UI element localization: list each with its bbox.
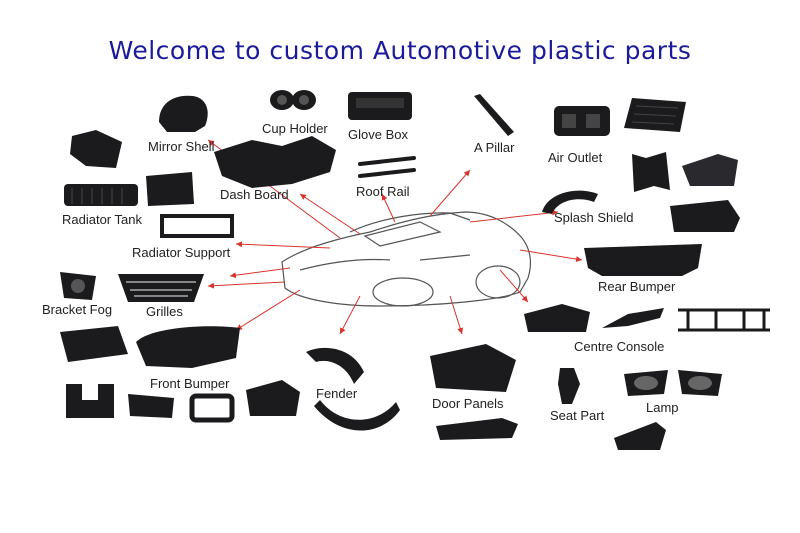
grilles-image bbox=[118, 274, 204, 302]
tray-image bbox=[670, 200, 740, 232]
label-roof-rail: Roof Rail bbox=[356, 184, 410, 199]
seat-part-image bbox=[558, 368, 580, 404]
lamp-left-image bbox=[624, 370, 668, 396]
panel-image bbox=[60, 326, 128, 362]
cross-member-image bbox=[678, 308, 770, 332]
box-part-image bbox=[246, 380, 300, 416]
label-door-panels: Door Panels bbox=[432, 396, 504, 411]
rear-bumper-image bbox=[584, 244, 702, 276]
door-panel-image bbox=[430, 344, 516, 392]
glove-box-image bbox=[348, 92, 412, 120]
buckle-image bbox=[189, 393, 235, 423]
a-pillar-image bbox=[474, 94, 514, 136]
pointer-arrows bbox=[207, 139, 583, 335]
lamp-right-image bbox=[678, 370, 722, 396]
page-title: Welcome to custom Automotive plastic par… bbox=[108, 36, 692, 65]
label-grilles: Grilles bbox=[146, 304, 183, 319]
bracket-fog-image bbox=[60, 272, 96, 300]
radiator-support-image bbox=[160, 214, 234, 238]
label-fender: Fender bbox=[316, 386, 358, 401]
intake-image bbox=[146, 172, 194, 206]
splash-shield-image bbox=[542, 190, 598, 214]
front-bumper-image bbox=[136, 326, 240, 368]
grid-panel-image bbox=[624, 98, 686, 132]
fender-image bbox=[314, 400, 400, 431]
radiator-tank-image bbox=[64, 184, 138, 206]
label-radiator-support: Radiator Support bbox=[132, 245, 231, 260]
housing-image bbox=[682, 154, 738, 186]
label-rear-bumper: Rear Bumper bbox=[598, 279, 676, 294]
fender-liner-image bbox=[306, 347, 364, 384]
label-glove-box: Glove Box bbox=[348, 127, 408, 142]
label-bracket-fog: Bracket Fog bbox=[42, 302, 113, 317]
console-frame-image bbox=[602, 308, 664, 328]
label-radiator-tank: Radiator Tank bbox=[62, 212, 142, 227]
label-air-outlet: Air Outlet bbox=[548, 150, 603, 165]
dash-board-image bbox=[214, 136, 336, 188]
label-lamp: Lamp bbox=[646, 400, 679, 415]
centre-console-image bbox=[524, 304, 590, 332]
label-cup-holder: Cup Holder bbox=[262, 121, 328, 136]
door-handle-image bbox=[436, 418, 518, 440]
bracket-image bbox=[70, 130, 122, 168]
air-outlet-image bbox=[554, 106, 610, 136]
label-seat-part: Seat Part bbox=[550, 408, 605, 423]
cover-image bbox=[614, 422, 666, 450]
label-front-bumper: Front Bumper bbox=[150, 376, 230, 391]
clip-image bbox=[632, 152, 670, 192]
car-outline bbox=[281, 211, 532, 307]
label-mirror-shell: Mirror Shell bbox=[148, 139, 215, 154]
cup-holder-image bbox=[270, 90, 316, 110]
mirror-shell-image bbox=[159, 95, 208, 132]
mount-image bbox=[66, 384, 114, 418]
clamp-image bbox=[128, 394, 174, 418]
label-centre-console: Centre Console bbox=[574, 339, 665, 354]
roof-rail-image bbox=[358, 156, 416, 178]
label-splash-shield: Splash Shield bbox=[554, 210, 634, 225]
label-dash-board: Dash Board bbox=[220, 187, 289, 202]
label-a-pillar: A Pillar bbox=[474, 140, 515, 155]
